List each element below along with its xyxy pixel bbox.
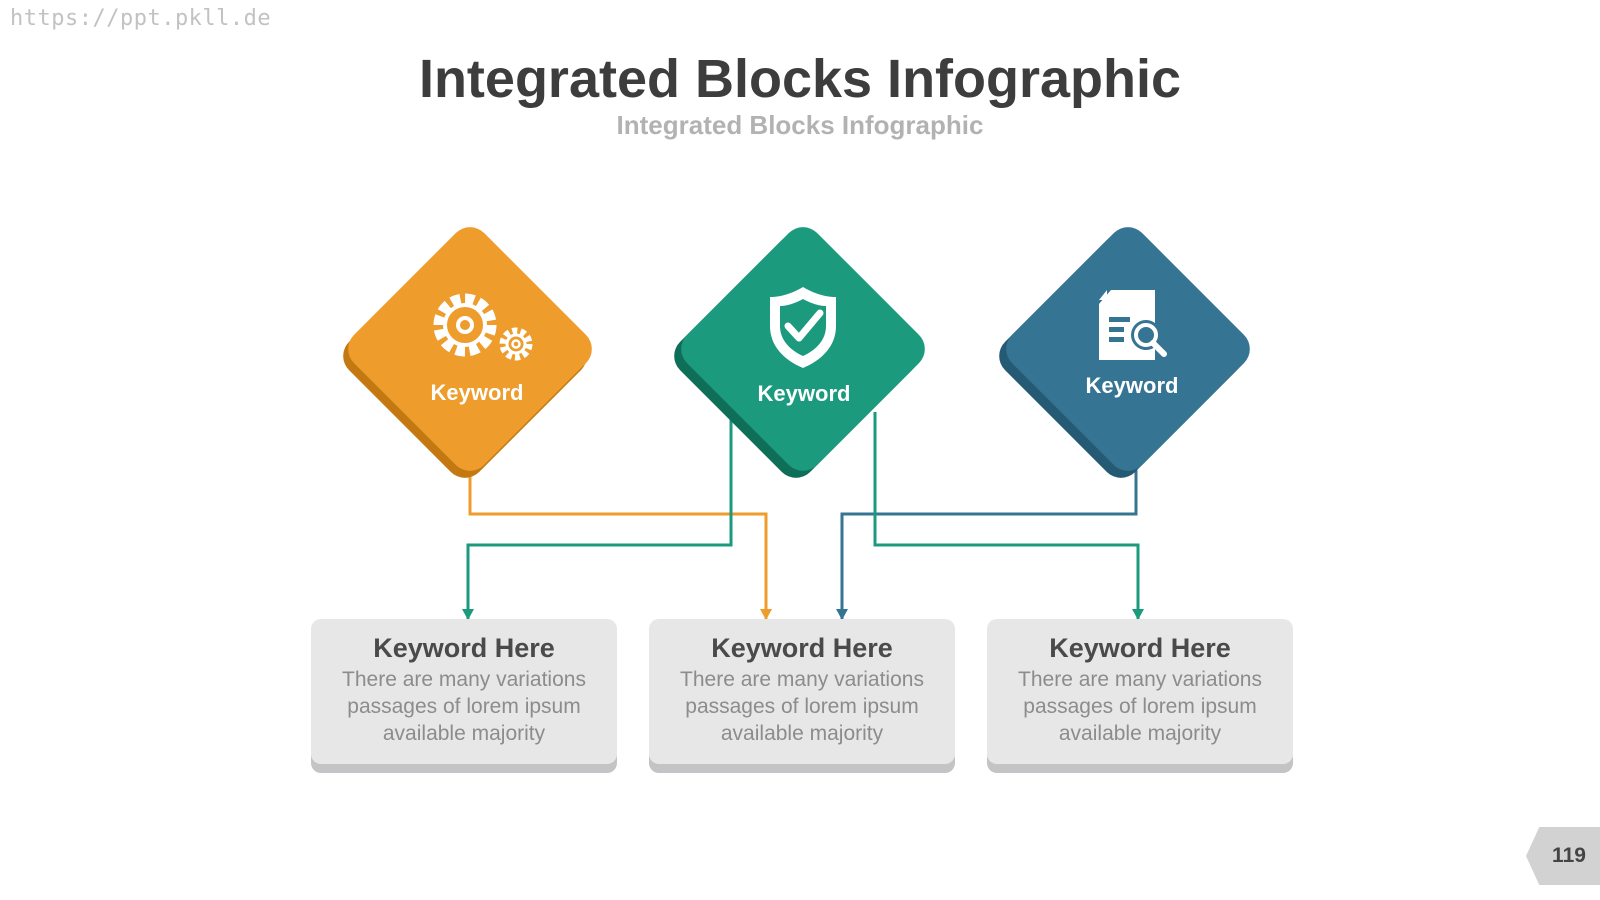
diamond-label-1: Keyword [431, 380, 524, 405]
card-3-line-3: available majority [1058, 722, 1222, 745]
info-card-2: Keyword Here There are many variations p… [649, 619, 955, 764]
info-card-1: Keyword Here There are many variations p… [311, 619, 617, 764]
diamond-block-2: Keyword [674, 227, 925, 478]
card-2-line-2: passages of lorem ipsum [685, 695, 919, 718]
connector-teal-left [462, 412, 733, 620]
card-title-2: Keyword Here [711, 633, 893, 663]
info-card-3: Keyword Here There are many variations p… [987, 619, 1293, 764]
card-3-line-1: There are many variations [1018, 668, 1262, 691]
card-2-line-1: There are many variations [680, 668, 924, 691]
card-2-line-3: available majority [720, 722, 884, 745]
diamond-label-3: Keyword [1086, 373, 1179, 398]
card-text-1: There are many variations passages of lo… [311, 666, 617, 747]
diamond-block-1: Keyword [343, 227, 592, 478]
gears-icon [433, 293, 533, 361]
card-3-line-2: passages of lorem ipsum [1023, 695, 1257, 718]
card-title-1: Keyword Here [373, 633, 555, 663]
slide-title: Integrated Blocks Infographic [418, 49, 1182, 109]
page-number-tab [1526, 827, 1600, 885]
diamond-block-3: Keyword [999, 227, 1250, 478]
card-title-3: Keyword Here [1049, 633, 1231, 663]
watermark-url: https://ppt.pkll.de [10, 6, 272, 31]
card-text-2: There are many variations passages of lo… [649, 666, 955, 747]
connector-blue [836, 470, 1138, 620]
card-1-line-2: passages of lorem ipsum [347, 695, 581, 718]
slide-subtitle: Integrated Blocks Infographic [616, 110, 984, 140]
shield-check-icon [770, 287, 836, 368]
card-1-line-3: available majority [382, 722, 546, 745]
card-text-3: There are many variations passages of lo… [987, 666, 1293, 747]
connector-teal-right [873, 412, 1144, 620]
connector-orange [468, 470, 772, 620]
card-1-line-1: There are many variations [342, 668, 586, 691]
diamond-label-2: Keyword [758, 381, 851, 406]
page-number: 119 [1552, 844, 1586, 867]
document-search-icon [1099, 290, 1167, 360]
